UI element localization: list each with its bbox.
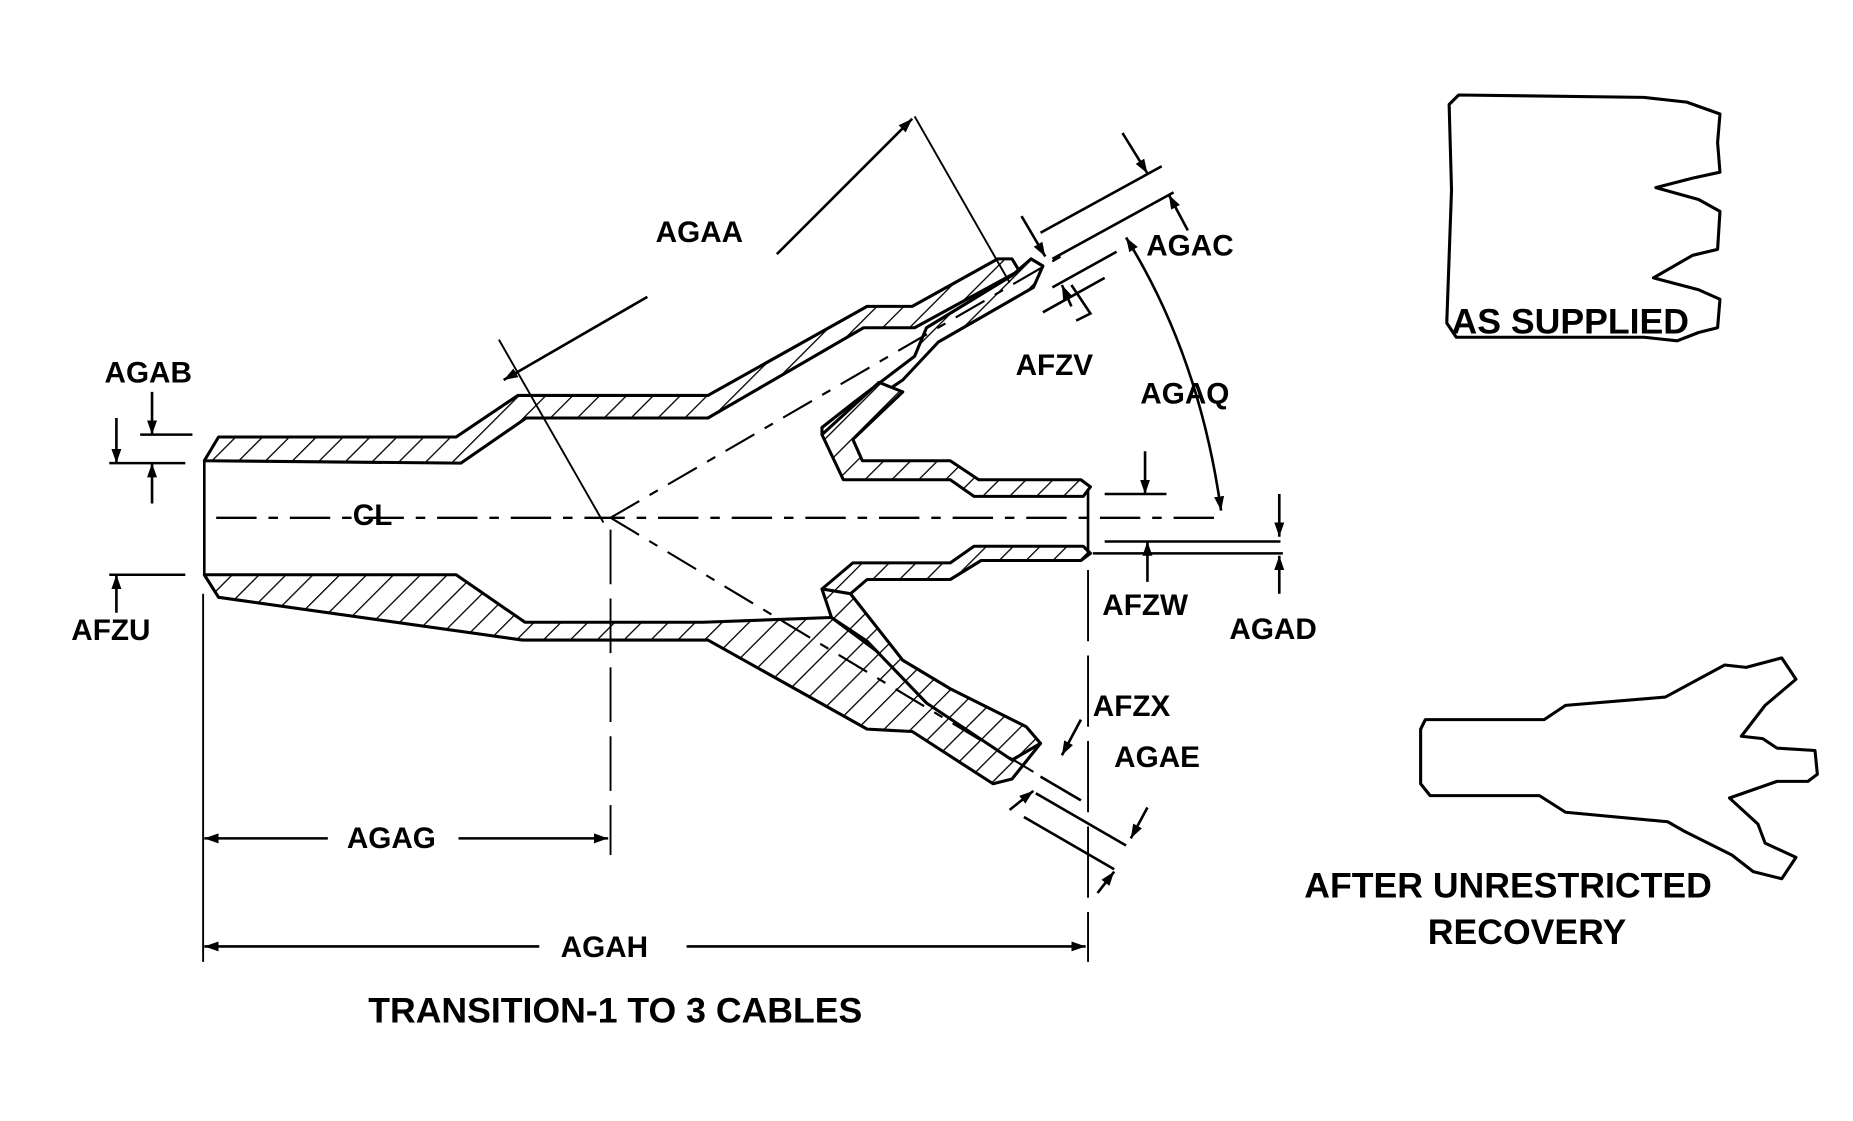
middle-branch-top-wall bbox=[820, 380, 1092, 498]
label-afzv: AFZV bbox=[1016, 349, 1094, 382]
lower-inner-wall bbox=[820, 587, 1043, 762]
dim-agab: AGAB bbox=[105, 356, 193, 504]
label-agaq: AGAQ bbox=[1140, 378, 1229, 411]
upper-wall-section bbox=[202, 257, 1021, 465]
dim-agae: AGAE bbox=[1023, 741, 1200, 894]
dim-afzu: AFZU bbox=[71, 573, 186, 647]
label-afzx: AFZX bbox=[1093, 690, 1171, 723]
dim-agah: AGAH bbox=[204, 931, 1086, 964]
middle-branch-bottom-wall bbox=[820, 544, 1092, 596]
dim-agad: AGAD bbox=[1092, 494, 1317, 646]
label-agae: AGAE bbox=[1114, 741, 1200, 774]
as-supplied-outline bbox=[1445, 93, 1722, 343]
label-agad: AGAD bbox=[1229, 613, 1316, 646]
after-recovery-label-line2: RECOVERY bbox=[1428, 912, 1627, 952]
as-supplied-label: AS SUPPLIED bbox=[1452, 302, 1689, 342]
label-agaa: AGAA bbox=[656, 216, 743, 249]
upper-branch-centerline bbox=[610, 250, 1070, 519]
figure-title: TRANSITION-1 TO 3 CABLES bbox=[368, 990, 862, 1030]
label-afzw: AFZW bbox=[1102, 589, 1188, 622]
dim-agaq: AGAQ bbox=[1124, 236, 1229, 511]
lower-branch-centerline bbox=[609, 516, 1034, 773]
label-agag: AGAG bbox=[347, 822, 436, 855]
dim-agag: AGAG bbox=[204, 822, 609, 855]
centerline-symbol: CL bbox=[353, 499, 393, 532]
dim-agac: AGAC bbox=[1020, 132, 1234, 262]
label-agac: AGAC bbox=[1146, 229, 1233, 262]
label-agah: AGAH bbox=[561, 931, 648, 964]
dim-afzw: AFZW bbox=[1102, 451, 1281, 622]
dim-agaa: AGAA bbox=[498, 115, 1011, 523]
label-afzu: AFZU bbox=[71, 614, 150, 647]
dim-afzv: AFZV bbox=[1016, 250, 1118, 382]
after-recovery-outline bbox=[1419, 656, 1819, 881]
transition-body bbox=[202, 257, 1092, 786]
dim-afzx: AFZX bbox=[1008, 690, 1171, 811]
label-agab: AGAB bbox=[105, 356, 192, 389]
after-recovery-label-line1: AFTER UNRESTRICTED bbox=[1304, 866, 1712, 906]
